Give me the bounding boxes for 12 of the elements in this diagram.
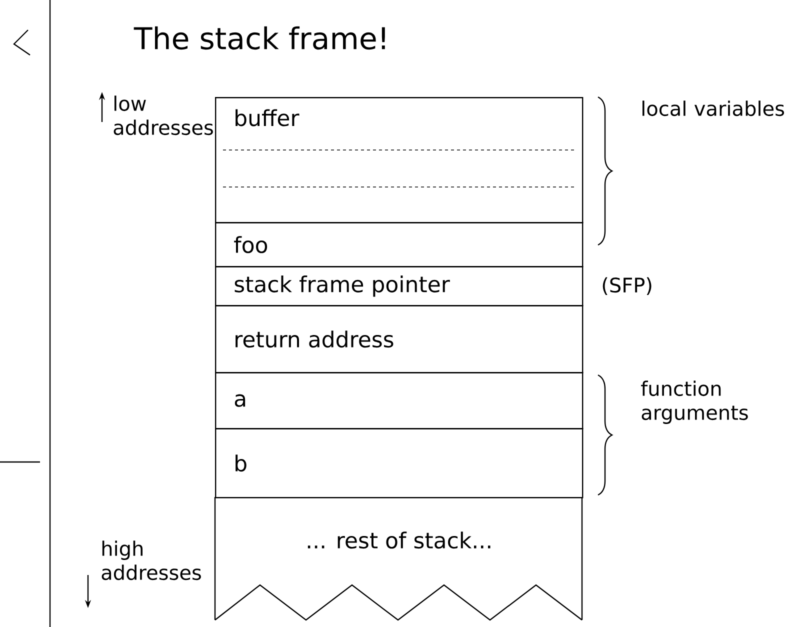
side-label: function arguments (641, 380, 748, 424)
stack-row: b (215, 428, 584, 498)
stack-row: return address (215, 305, 584, 374)
stack-row: foo (215, 222, 584, 268)
stack-row: stack frame pointer (215, 266, 584, 306)
title: The stack frame! (134, 26, 385, 50)
stack-row: a (215, 372, 584, 430)
row-note: (SFP) (602, 277, 652, 295)
side-label: high addresses (102, 540, 201, 580)
stack-row: buffer (215, 97, 584, 224)
stack-bottom: ... rest of stack... (214, 497, 583, 621)
side-label: local variables (642, 100, 784, 116)
